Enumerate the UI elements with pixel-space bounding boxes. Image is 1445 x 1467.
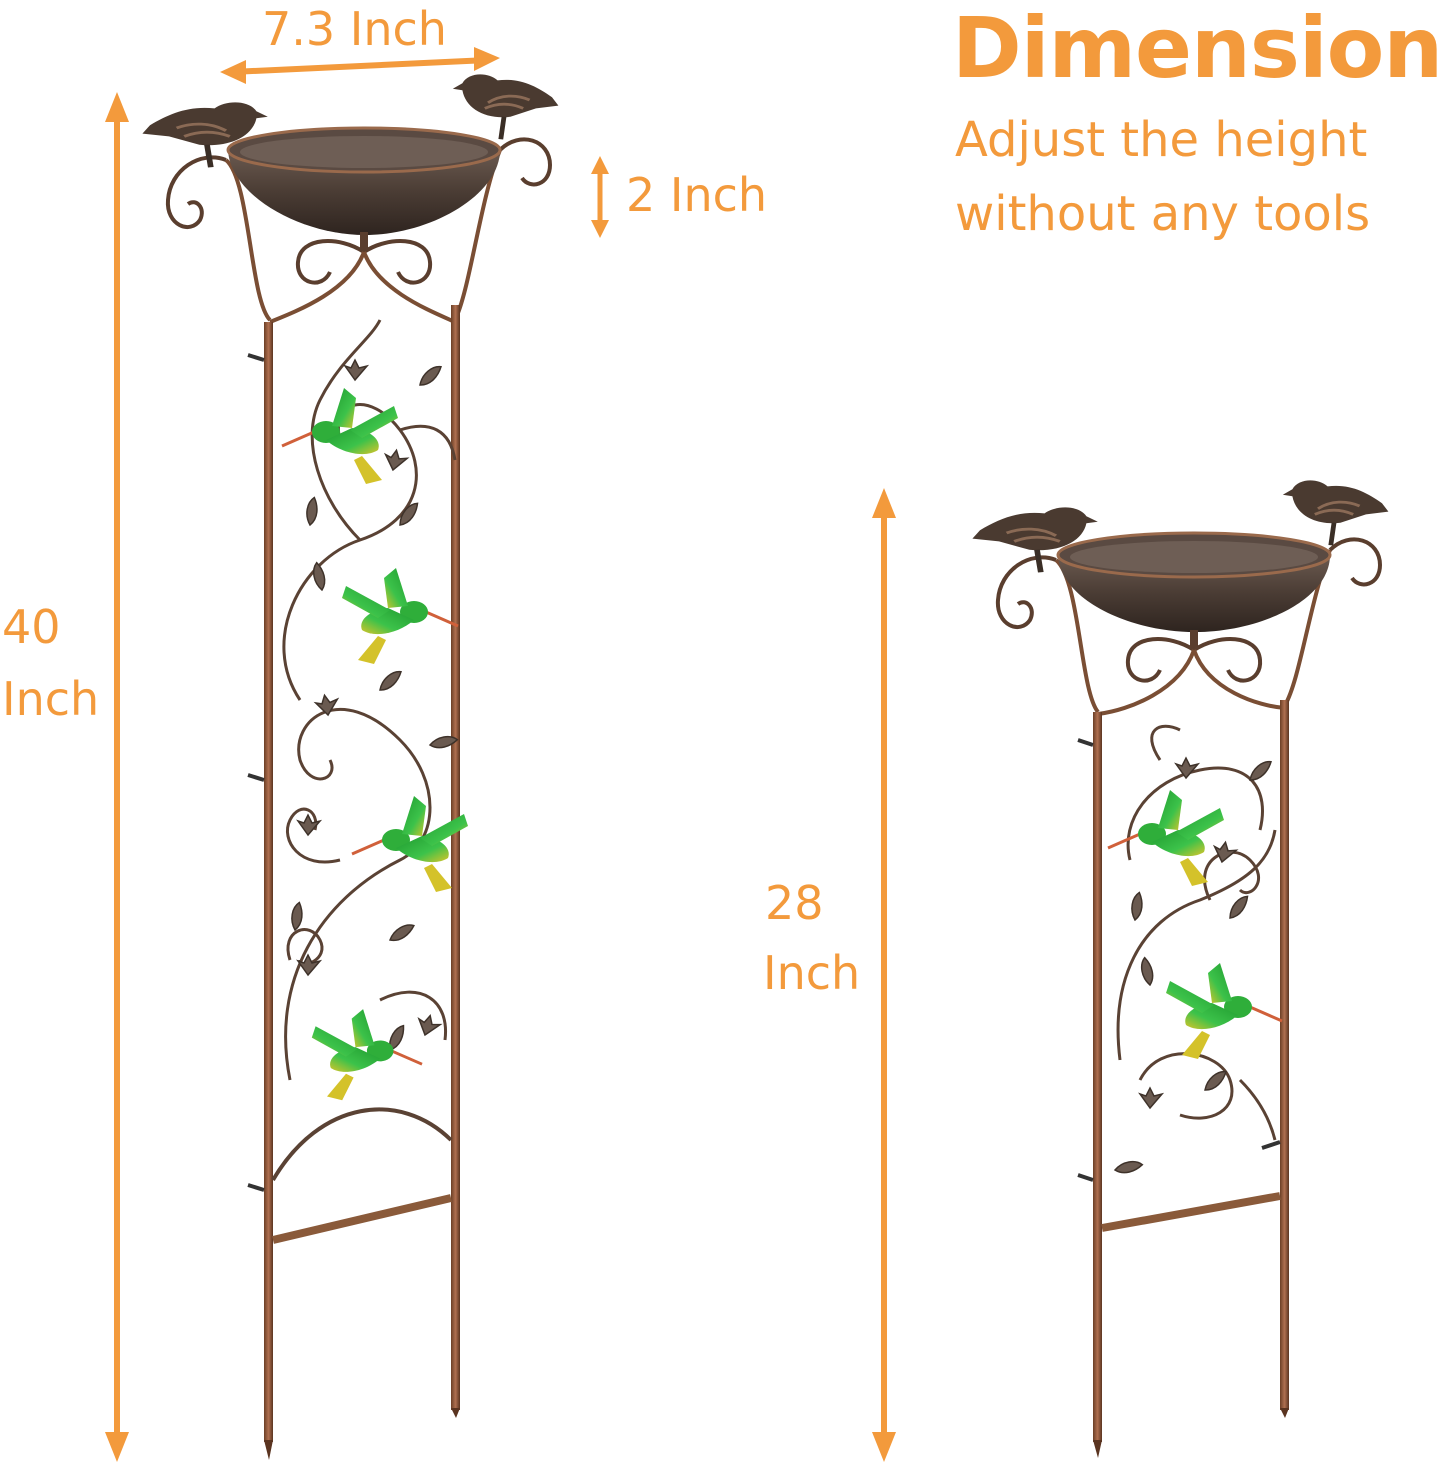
bowl-width-label: 7.3 Inch (262, 2, 447, 56)
hummingbird-icon (1164, 961, 1284, 1061)
short-height-value: 28 (765, 876, 824, 930)
tall-bird-bath (142, 74, 558, 1460)
bowl-depth-label: 2 Inch (626, 168, 768, 222)
short-height-arrow (872, 488, 896, 1462)
tall-height-value: 40 (2, 600, 61, 654)
subtitle-line-1: Adjust the height (955, 112, 1368, 168)
dimension-title: Dimension (952, 0, 1443, 97)
depth-arrow (591, 156, 609, 238)
short-height-unit: Inch (763, 946, 861, 1000)
short-bird-bath (972, 480, 1388, 1458)
tall-height-arrow (105, 92, 129, 1462)
tall-height-unit: Inch (2, 672, 100, 726)
hummingbird-icon (280, 386, 400, 486)
hummingbird-icon (310, 1007, 424, 1102)
subtitle-line-2: without any tools (955, 186, 1371, 242)
hummingbird-icon (340, 566, 460, 666)
width-arrow (220, 47, 500, 84)
